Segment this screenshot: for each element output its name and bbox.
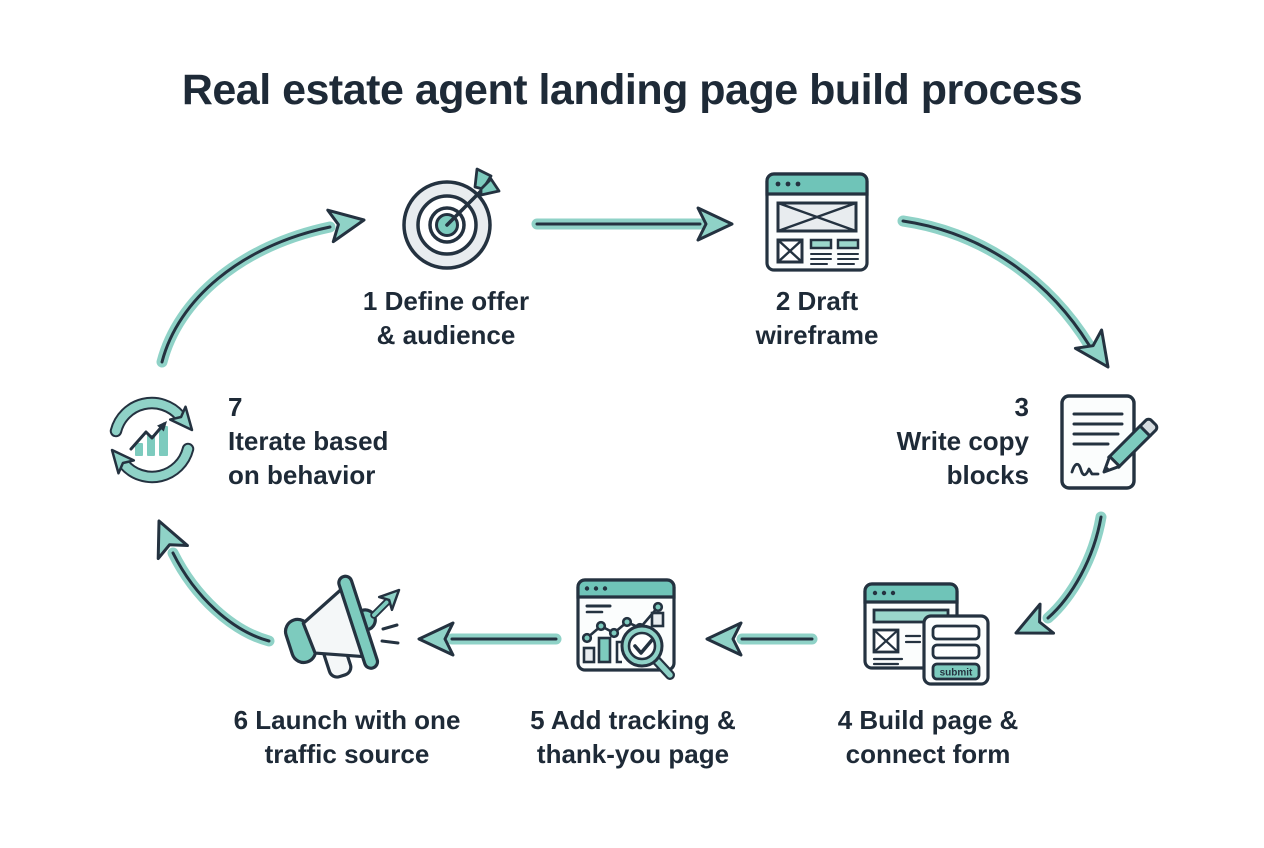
step-6-label: 6 Launch with one traffic source: [207, 703, 487, 771]
document-pencil-icon: [1060, 394, 1159, 490]
analytics-magnifier-icon: [576, 578, 676, 680]
step-7-text-line1: Iterate based: [228, 426, 389, 456]
step-4-text-line1: Build page &: [859, 705, 1019, 735]
step-1-text-line2: & audience: [376, 320, 516, 350]
arrow-2-to-3: [897, 215, 1110, 369]
pencil: [1102, 417, 1159, 474]
browser-form-icon: submit: [863, 582, 990, 686]
step-3-text-line1: Write copy: [896, 426, 1029, 456]
wireframe-browser-icon: [765, 172, 869, 272]
step-6-number: 6: [233, 705, 249, 735]
arrow-5-to-6: [417, 621, 562, 657]
step-7-number: 7: [228, 392, 243, 422]
arrow-4-to-5: [705, 621, 818, 657]
arrow-1-to-2: [531, 206, 734, 242]
step-6-text-line1: Launch with one: [255, 705, 461, 735]
arrow-6-to-7: [156, 519, 275, 647]
step-2-text-line1: Draft: [797, 286, 859, 316]
form-input-1: [931, 624, 981, 641]
step-2-number: 2: [775, 286, 791, 316]
page-title: Real estate agent landing page build pro…: [181, 66, 1083, 114]
step-5-number: 5: [530, 705, 545, 735]
step-1-label: 1 Define offer & audience: [316, 284, 576, 352]
submit-button-label: submit: [940, 668, 973, 679]
step-5-text-line1: Add tracking &: [550, 705, 736, 735]
step-1-text-line1: Define offer: [384, 286, 530, 316]
step-2-text-line2: wireframe: [755, 320, 879, 350]
megaphone-icon: [283, 574, 401, 679]
step-1-number: 1: [362, 286, 378, 316]
step-3-text-line2: blocks: [946, 460, 1029, 490]
step-7-text-line2: on behavior: [228, 460, 376, 490]
step-4-number: 4: [837, 705, 853, 735]
step-6-text-line2: traffic source: [264, 739, 430, 769]
step-4-text-line2: connect form: [845, 739, 1011, 769]
submit-button-shape: [931, 662, 981, 681]
step-2-label: 2 Draft wireframe: [717, 284, 917, 352]
step-3-number: 3: [1014, 392, 1029, 422]
target-icon: [402, 167, 501, 270]
step-4-label: 4 Build page & connect form: [798, 703, 1058, 771]
form-input-2: [931, 643, 981, 660]
step-5-label: 5 Add tracking & thank-you page: [503, 703, 763, 771]
step-7-label: 7 Iterate based on behavior: [228, 390, 448, 492]
iterate-cycle-icon: [109, 396, 195, 484]
arrow-3-to-4: [1014, 511, 1107, 635]
step-3-label: 3 Write copy blocks: [809, 390, 1029, 492]
step-5-text-line2: thank-you page: [536, 739, 730, 769]
